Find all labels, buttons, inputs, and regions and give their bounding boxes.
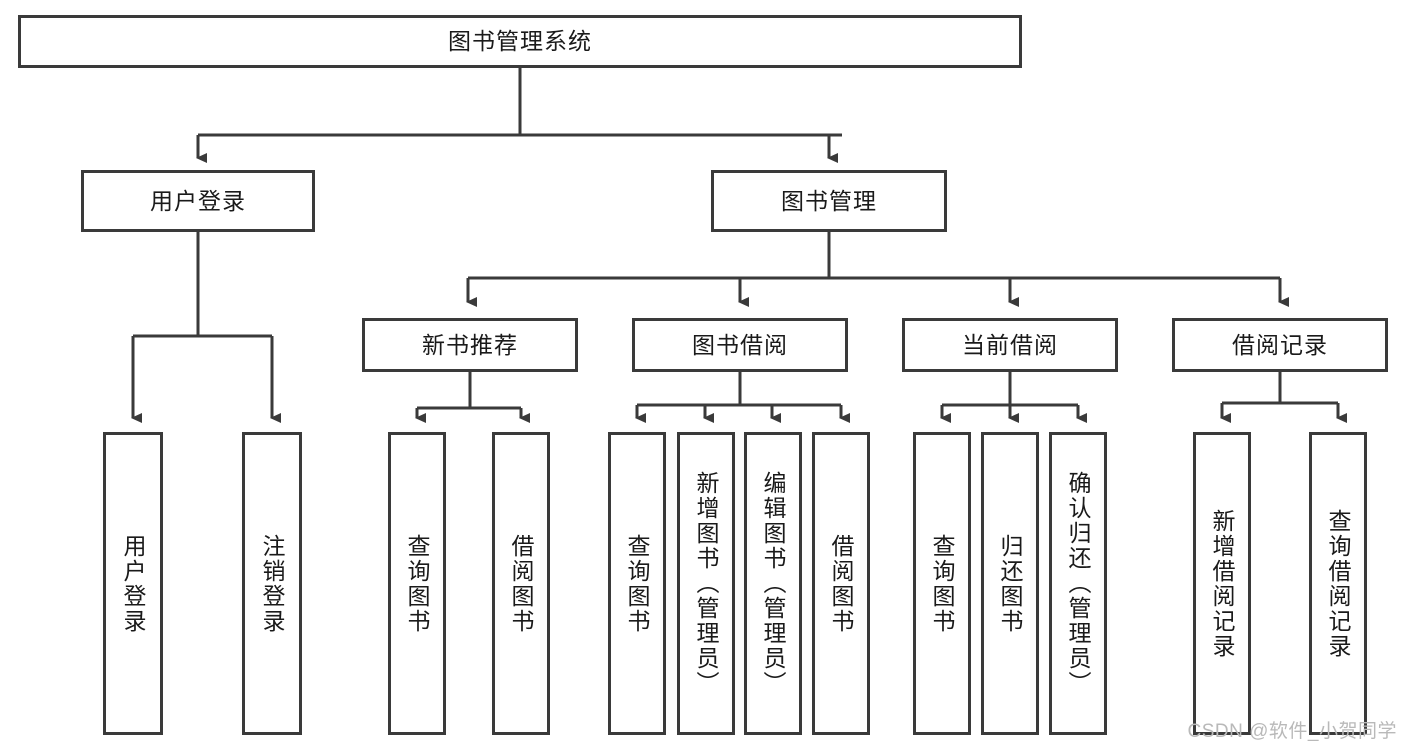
node-book-borrow[interactable]: 图书借阅: [632, 318, 848, 372]
node-label: 图书管理: [781, 187, 877, 214]
node-label: 归还图书: [997, 533, 1024, 634]
leaf-new-book-query[interactable]: 查询图书: [388, 432, 446, 735]
leaf-current-borrow-query[interactable]: 查询图书: [913, 432, 971, 735]
node-label: 用户登录: [150, 187, 246, 214]
node-label: 编辑图书（管理员）: [760, 471, 787, 696]
node-user-login[interactable]: 用户登录: [81, 170, 315, 232]
node-current-borrow[interactable]: 当前借阅: [902, 318, 1118, 372]
node-label: 注销登录: [259, 533, 286, 634]
node-label: 图书管理系统: [448, 28, 592, 55]
node-borrow-record[interactable]: 借阅记录: [1172, 318, 1388, 372]
node-label: 当前借阅: [962, 331, 1058, 358]
node-label: 新增借阅记录: [1209, 508, 1236, 659]
node-label: 新书推荐: [422, 331, 518, 358]
node-label: 查询图书: [929, 533, 956, 634]
leaf-book-borrow-query[interactable]: 查询图书: [608, 432, 666, 735]
node-label: 新增图书（管理员）: [693, 471, 720, 696]
node-new-book-recommend[interactable]: 新书推荐: [362, 318, 578, 372]
leaf-user-login-login[interactable]: 用户登录: [103, 432, 163, 735]
node-label: 查询图书: [404, 533, 431, 634]
leaf-user-login-logout[interactable]: 注销登录: [242, 432, 302, 735]
node-label: 用户登录: [120, 533, 147, 634]
watermark-text: CSDN @软件_小贺同学: [1187, 721, 1397, 742]
leaf-current-borrow-return[interactable]: 归还图书: [981, 432, 1039, 735]
leaf-book-borrow-borrow[interactable]: 借阅图书: [812, 432, 870, 735]
node-label: 图书借阅: [692, 331, 788, 358]
leaf-book-borrow-edit[interactable]: 编辑图书（管理员）: [744, 432, 802, 735]
node-label: 查询借阅记录: [1325, 508, 1352, 659]
node-label: 借阅图书: [828, 533, 855, 634]
leaf-borrow-record-add[interactable]: 新增借阅记录: [1193, 432, 1251, 735]
leaf-current-borrow-confirm-return[interactable]: 确认归还（管理员）: [1049, 432, 1107, 735]
leaf-borrow-record-query[interactable]: 查询借阅记录: [1309, 432, 1367, 735]
node-label: 确认归还（管理员）: [1065, 471, 1092, 696]
node-label: 查询图书: [624, 533, 651, 634]
leaf-book-borrow-add[interactable]: 新增图书（管理员）: [677, 432, 735, 735]
node-book-management[interactable]: 图书管理: [711, 170, 947, 232]
node-label: 借阅记录: [1232, 331, 1328, 358]
node-root-system[interactable]: 图书管理系统: [18, 15, 1022, 68]
node-label: 借阅图书: [508, 533, 535, 634]
leaf-new-book-borrow[interactable]: 借阅图书: [492, 432, 550, 735]
